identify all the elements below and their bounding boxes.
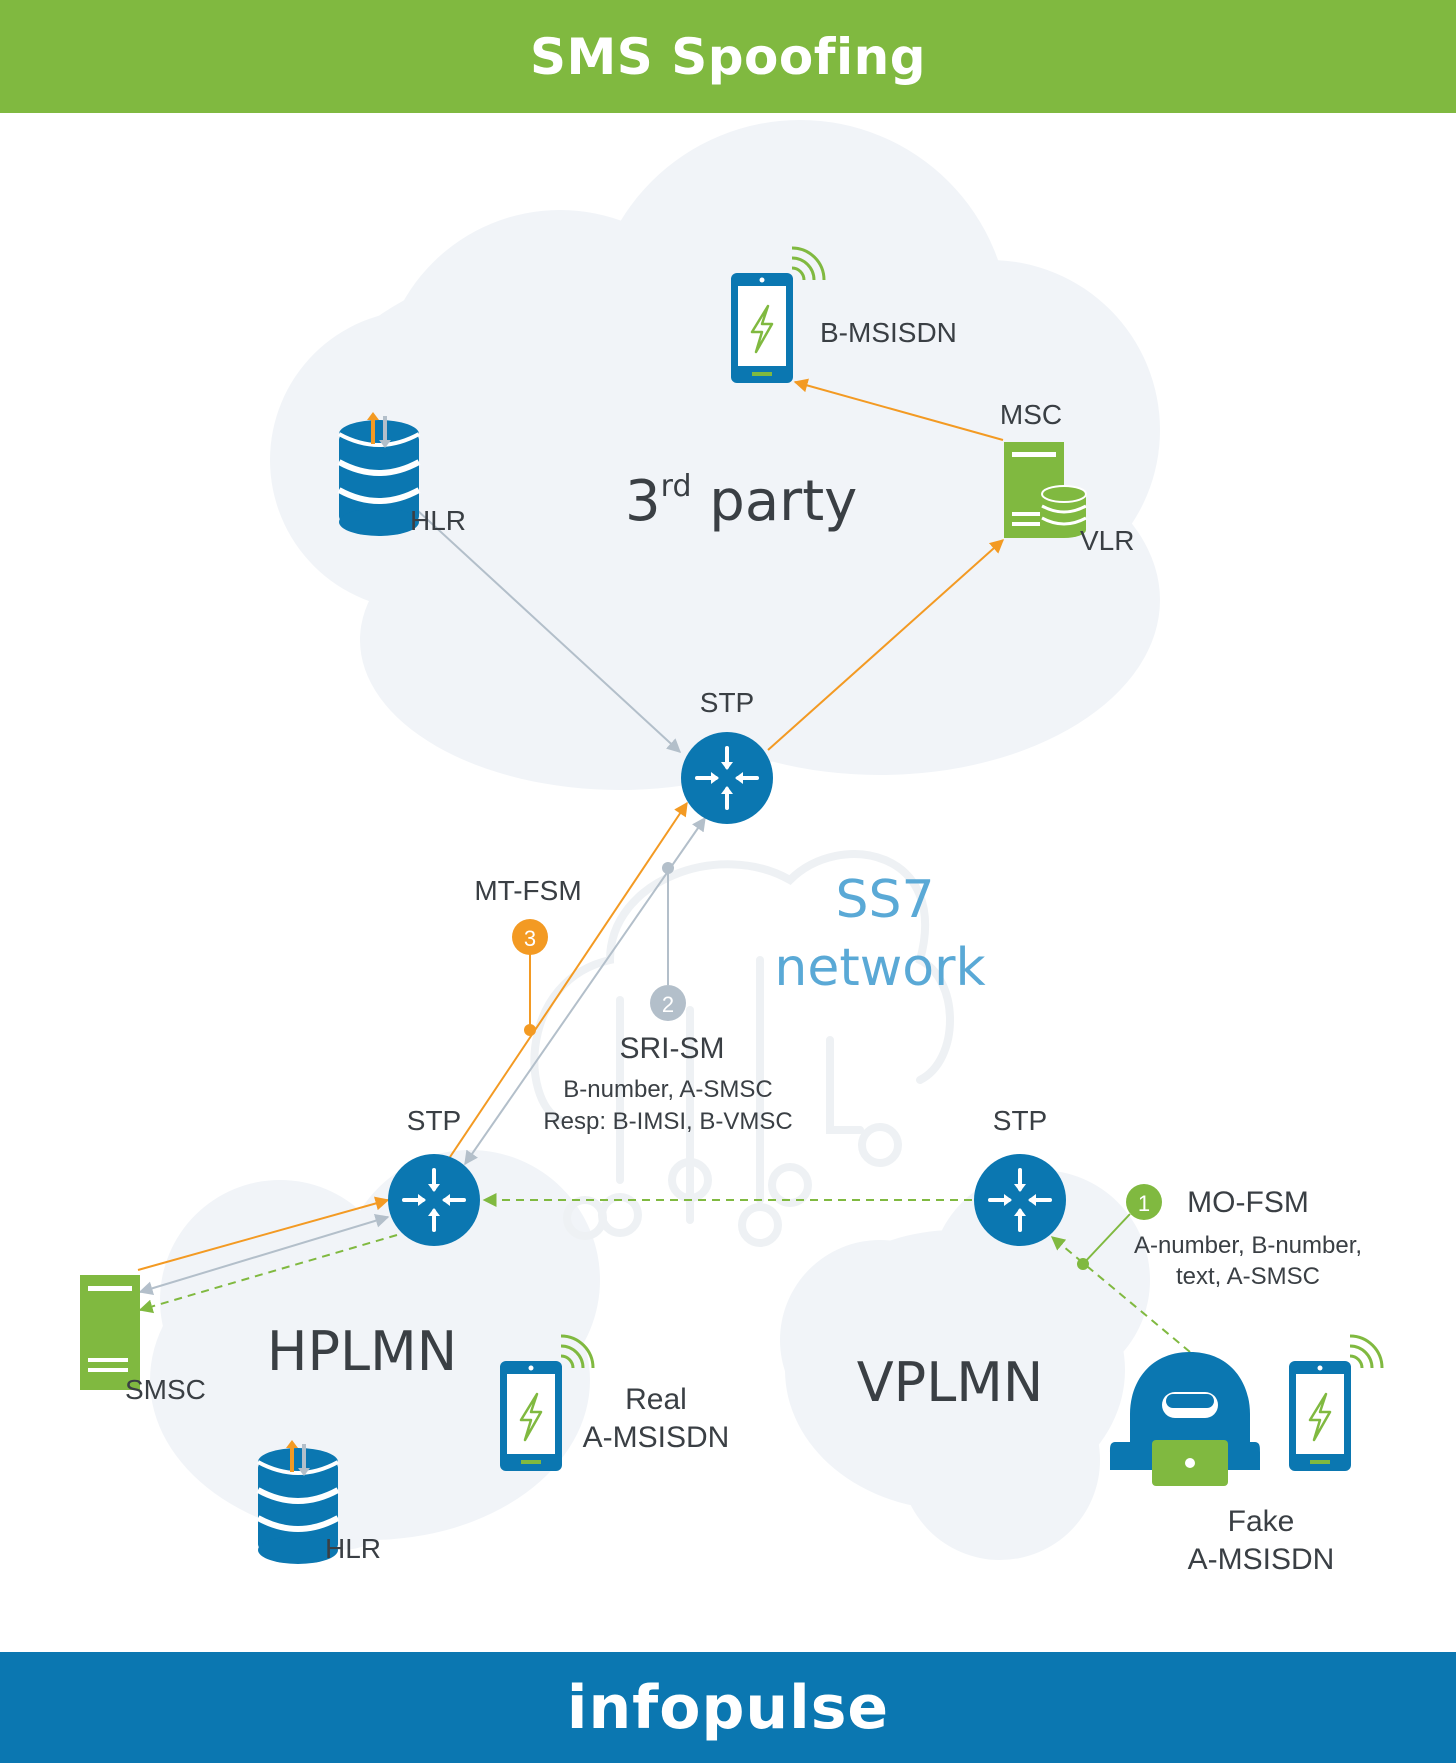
hlr-bottom-label: HLR [325,1533,381,1564]
database-icon [1041,485,1087,538]
step-3-badge: 3 [512,919,548,955]
step-2-line2: Resp: B-IMSI, B-VMSC [543,1108,792,1135]
step-3-title: MT-FSM [474,875,581,906]
hlr-top-node [339,412,419,536]
smsc-label: SMSC [125,1374,206,1405]
callout-3-dot [524,1024,536,1036]
step-1-title: MO-FSM [1187,1186,1309,1219]
hlr-top-label: HLR [410,505,466,536]
link-stp-smsc-mo [138,1234,398,1314]
stp-right-node [972,1152,1068,1248]
msc-label: MSC [1000,399,1062,430]
server-icon [80,1275,140,1390]
step-2-title: SRI-SM [620,1032,725,1065]
svg-text:1: 1 [1138,1191,1150,1216]
b-msisdn-label: B-MSISDN [820,317,957,348]
page-title: SMS Spoofing [530,27,926,86]
router-icon [679,730,775,826]
vplmn-label: VPLMN [857,1351,1044,1414]
fake-a-msisdn-line2: A-MSISDN [1188,1543,1335,1576]
link-stp-hlr [390,486,682,753]
vlr-label: VLR [1080,525,1134,556]
ss7-label-line2: network [774,938,985,998]
fake-a-msisdn-line1: Fake [1228,1505,1295,1538]
infopulse-logo: infopulse [566,1672,890,1743]
link-msc-phone [793,378,1004,441]
link-mt-fsm [447,801,688,1161]
hplmn-label: HPLMN [267,1320,457,1383]
callout-1-line [1082,1213,1131,1265]
real-a-msisdn-line2: A-MSISDN [583,1421,730,1454]
stp-top-node [679,730,775,826]
real-a-msisdn-line1: Real [625,1383,687,1416]
phone-icon [1287,1334,1384,1473]
callout-1-dot [1077,1258,1089,1270]
stp-top-label: STP [700,687,754,718]
callout-2-dot [662,862,674,874]
hacker-node [1110,1334,1384,1486]
third-party-label: 3rd party [625,469,857,534]
stp-right-label: STP [993,1105,1047,1136]
database-icon [339,412,419,536]
step-1-line2: text, A-SMSC [1176,1263,1320,1290]
step-2-badge: 2 [650,985,686,1021]
footer-banner: infopulse [0,1652,1456,1763]
link-stp-vlr [767,539,1005,751]
link-sri-sm [464,816,706,1166]
step-1-line1: A-number, B-number, [1134,1232,1362,1259]
header-banner: SMS Spoofing [0,0,1456,113]
router-icon [972,1152,1068,1248]
router-icon [386,1152,482,1248]
svg-text:2: 2 [662,992,674,1017]
stp-left-label: STP [407,1105,461,1136]
link-hacker-stp [1050,1236,1191,1353]
hacker-icon [1110,1352,1260,1486]
step-1-badge: 1 [1126,1184,1162,1220]
links [137,378,1191,1353]
link-stp-smsc [138,1213,390,1296]
stp-left-node [386,1152,482,1248]
svg-text:3: 3 [524,926,536,951]
ss7-label-line1: SS7 [835,870,934,930]
smsc-node [80,1275,140,1390]
msc-node [1004,442,1087,538]
step-2-line1: B-number, A-SMSC [563,1076,772,1103]
